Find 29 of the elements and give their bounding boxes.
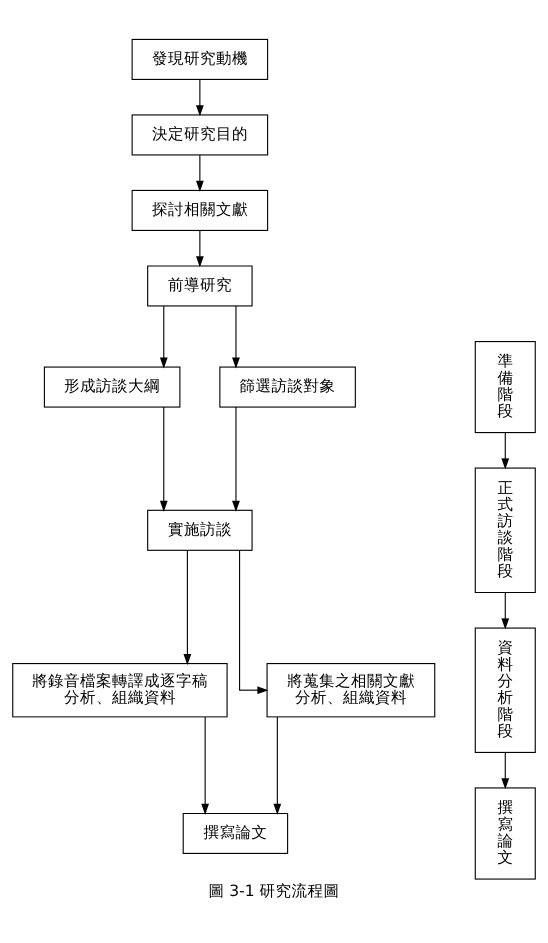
arrow bbox=[232, 406, 240, 512]
arrow bbox=[183, 550, 192, 665]
arrow bbox=[160, 306, 168, 368]
arrow bbox=[501, 592, 510, 630]
node-box: 探討相關文獻 bbox=[132, 189, 268, 231]
node-box: 將蒐集之相關文獻分析、組織資料 bbox=[266, 662, 436, 717]
node-box: 形成訪談大綱 bbox=[44, 366, 180, 408]
arrow bbox=[273, 716, 282, 814]
node-box: 撰寫論文 bbox=[182, 812, 288, 854]
node-box: 正式訪談階段 bbox=[474, 467, 536, 593]
arrow bbox=[239, 550, 268, 694]
arrow bbox=[501, 432, 510, 469]
node-box: 實施訪談 bbox=[147, 509, 253, 550]
node-box: 篩選訪談對象 bbox=[219, 366, 356, 408]
arrow bbox=[232, 306, 240, 368]
node-box: 發現研究動機 bbox=[132, 38, 268, 80]
node-box: 將錄音檔案轉譯成逐字稿分析、組織資料 bbox=[12, 662, 228, 717]
node-box: 前導研究 bbox=[147, 264, 253, 306]
node-box: 撰寫論文 bbox=[474, 786, 536, 880]
caption: 圖 3-1 研究流程圖 bbox=[208, 881, 340, 900]
node-box: 決定研究目的 bbox=[132, 114, 268, 155]
node-box: 資料分析階段 bbox=[474, 626, 536, 752]
arrow bbox=[160, 406, 168, 512]
node-box: 準備階段 bbox=[474, 340, 536, 433]
arrow bbox=[196, 154, 204, 192]
arrow bbox=[196, 79, 204, 116]
arrow bbox=[201, 716, 210, 814]
arrow bbox=[501, 752, 510, 789]
arrow bbox=[196, 230, 204, 267]
